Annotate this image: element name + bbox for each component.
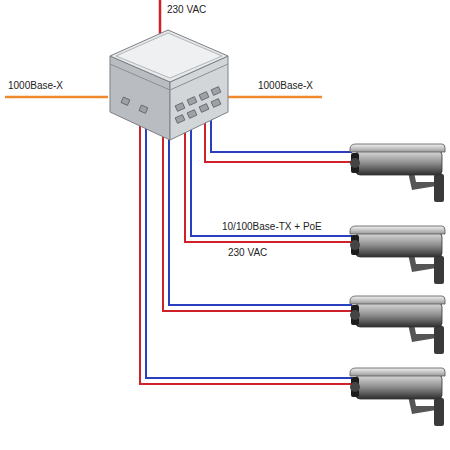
power-cable (205, 120, 352, 162)
switch-enclosure (110, 30, 228, 140)
line-label: 1000Base-X (8, 80, 63, 92)
line-label: 230 VAC (167, 4, 206, 16)
line-label: 1000Base-X (258, 80, 313, 92)
data-cable (191, 128, 352, 236)
data-cable (146, 124, 352, 378)
line-label: 230 VAC (228, 247, 267, 259)
fiber-line (228, 96, 322, 99)
power-cable (163, 130, 352, 311)
camera-icon (350, 144, 445, 202)
fiber-line (5, 96, 108, 99)
camera-icon (350, 368, 445, 426)
power-cable (140, 122, 352, 384)
data-cable (169, 132, 352, 305)
line-label: 10/100Base-TX + PoE (222, 221, 322, 233)
camera-icon (350, 226, 445, 284)
camera-cables (140, 118, 352, 384)
camera-icon (350, 296, 445, 354)
data-cable (211, 118, 352, 152)
power-cable (185, 130, 352, 242)
